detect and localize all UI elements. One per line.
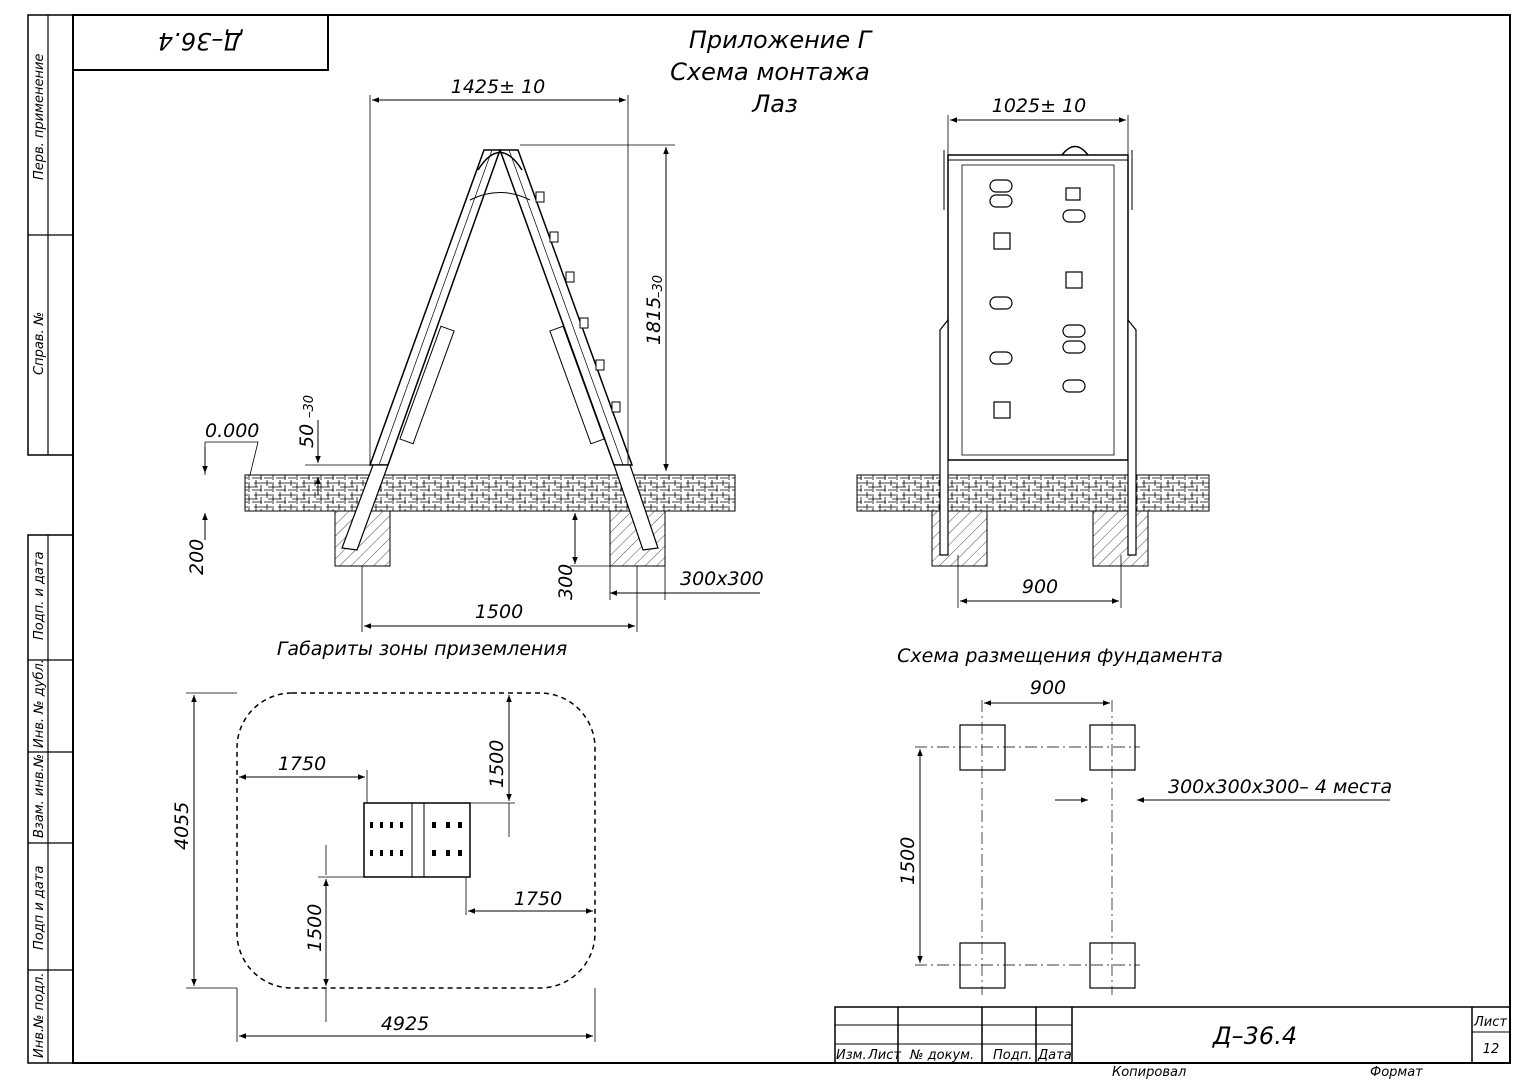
foundation-block-tl — [959, 724, 1006, 771]
foundation-block-bl — [959, 942, 1006, 989]
foot-depth-dim: 300 — [555, 564, 577, 600]
landing-zone: Габариты зоны приземления 1750 1500 1750… — [171, 638, 596, 1042]
front-foot-spacing-dim: 900 — [1022, 576, 1058, 598]
side-strip-labels: Перв. применение Справ. № Подп. и дата И… — [32, 54, 47, 1058]
foundation-caption: Схема размещения фундамента — [897, 645, 1223, 667]
tb-format: Формат — [1370, 1065, 1423, 1080]
label-podp-i-data-1: Подп. и дата — [32, 551, 47, 640]
tb-podp: Подп. — [993, 1048, 1032, 1063]
tb-kopiroval: Копировал — [1112, 1065, 1186, 1080]
panel-holds — [989, 179, 1086, 419]
landing-total-width: 4925 — [381, 1013, 429, 1035]
foot-size-dim: 300х300 — [680, 568, 764, 590]
tb-list-label: Лист — [1473, 1015, 1507, 1030]
label-perv-primenenie: Перв. применение — [32, 54, 47, 180]
foundation-block-tr — [1089, 724, 1136, 771]
side-view: 1425± 10 1815 –30 50 –30 0.000 200 300 3… — [186, 76, 764, 632]
climbing-panel — [947, 154, 1129, 461]
tb-list: Лист — [867, 1048, 901, 1063]
foot-spacing-dim: 1500 — [475, 601, 523, 623]
title-block: Изм. Лист № докум. Подп. Дата Д–36.4 Лис… — [834, 1006, 1511, 1080]
side-height-dim: 1815 — [643, 297, 665, 345]
landing-total-height: 4055 — [171, 802, 193, 850]
label-podp-i-data-2: Подп и дата — [32, 866, 47, 950]
rotated-stamp: Д–36.4 — [72, 14, 329, 71]
tb-data: Дата — [1037, 1048, 1072, 1063]
front-ground-slab — [856, 474, 1210, 512]
title-line-2: Схема монтажа — [670, 58, 870, 86]
front-footing-right — [1092, 510, 1149, 567]
label-inv-no-dubl: Инв. № дубл. — [32, 659, 47, 748]
side-width-dim: 1425± 10 — [451, 76, 546, 98]
ground-slab — [244, 474, 736, 512]
slab-thickness-dim: 200 — [186, 539, 208, 575]
side-depth-dim: 50 — [296, 424, 318, 448]
tb-code: Д–36.4 — [1212, 1022, 1297, 1050]
landing-right-offset: 1750 — [514, 888, 562, 910]
level-mark: 0.000 — [205, 420, 259, 442]
front-view: 1025± 10 900 — [856, 95, 1210, 608]
foundation-width-dim: 900 — [1030, 677, 1066, 699]
sheet-frame — [27, 14, 1511, 1064]
foundation-block-br — [1089, 942, 1136, 989]
tb-sheet-no: 12 — [1483, 1042, 1500, 1057]
equipment-plan — [363, 802, 471, 878]
label-vzam-inv-no: Взам. инв.№ — [32, 754, 47, 838]
landing-zone-caption: Габариты зоны приземления — [277, 638, 567, 660]
tb-izm: Изм. — [836, 1048, 867, 1063]
stamp-code: Д–36.4 — [158, 27, 243, 55]
a-frame — [341, 149, 659, 551]
title-line-1: Приложение Г — [689, 26, 873, 54]
front-width-dim: 1025± 10 — [992, 95, 1087, 117]
foundation-scheme: Схема размещения фундамента 900 1500 300… — [897, 645, 1392, 995]
landing-left-offset: 1750 — [278, 753, 326, 775]
landing-bottom-offset: 1500 — [304, 904, 326, 952]
side-height-tol: –30 — [651, 275, 666, 298]
foundation-height-dim: 1500 — [897, 837, 919, 885]
side-depth-tol: –30 — [302, 395, 317, 418]
drawing-title: Приложение Г Схема монтажа Лаз — [670, 26, 873, 118]
tb-no-dokum: № докум. — [909, 1048, 974, 1063]
landing-top-offset: 1500 — [486, 740, 508, 788]
label-inv-no-podl: Инв.№ подл. — [32, 972, 47, 1058]
landing-zone-outline — [236, 692, 596, 989]
label-sprav-no: Справ. № — [32, 312, 47, 375]
foundation-note: 300х300х300– 4 места — [1168, 776, 1392, 798]
title-line-3: Лаз — [751, 90, 798, 118]
